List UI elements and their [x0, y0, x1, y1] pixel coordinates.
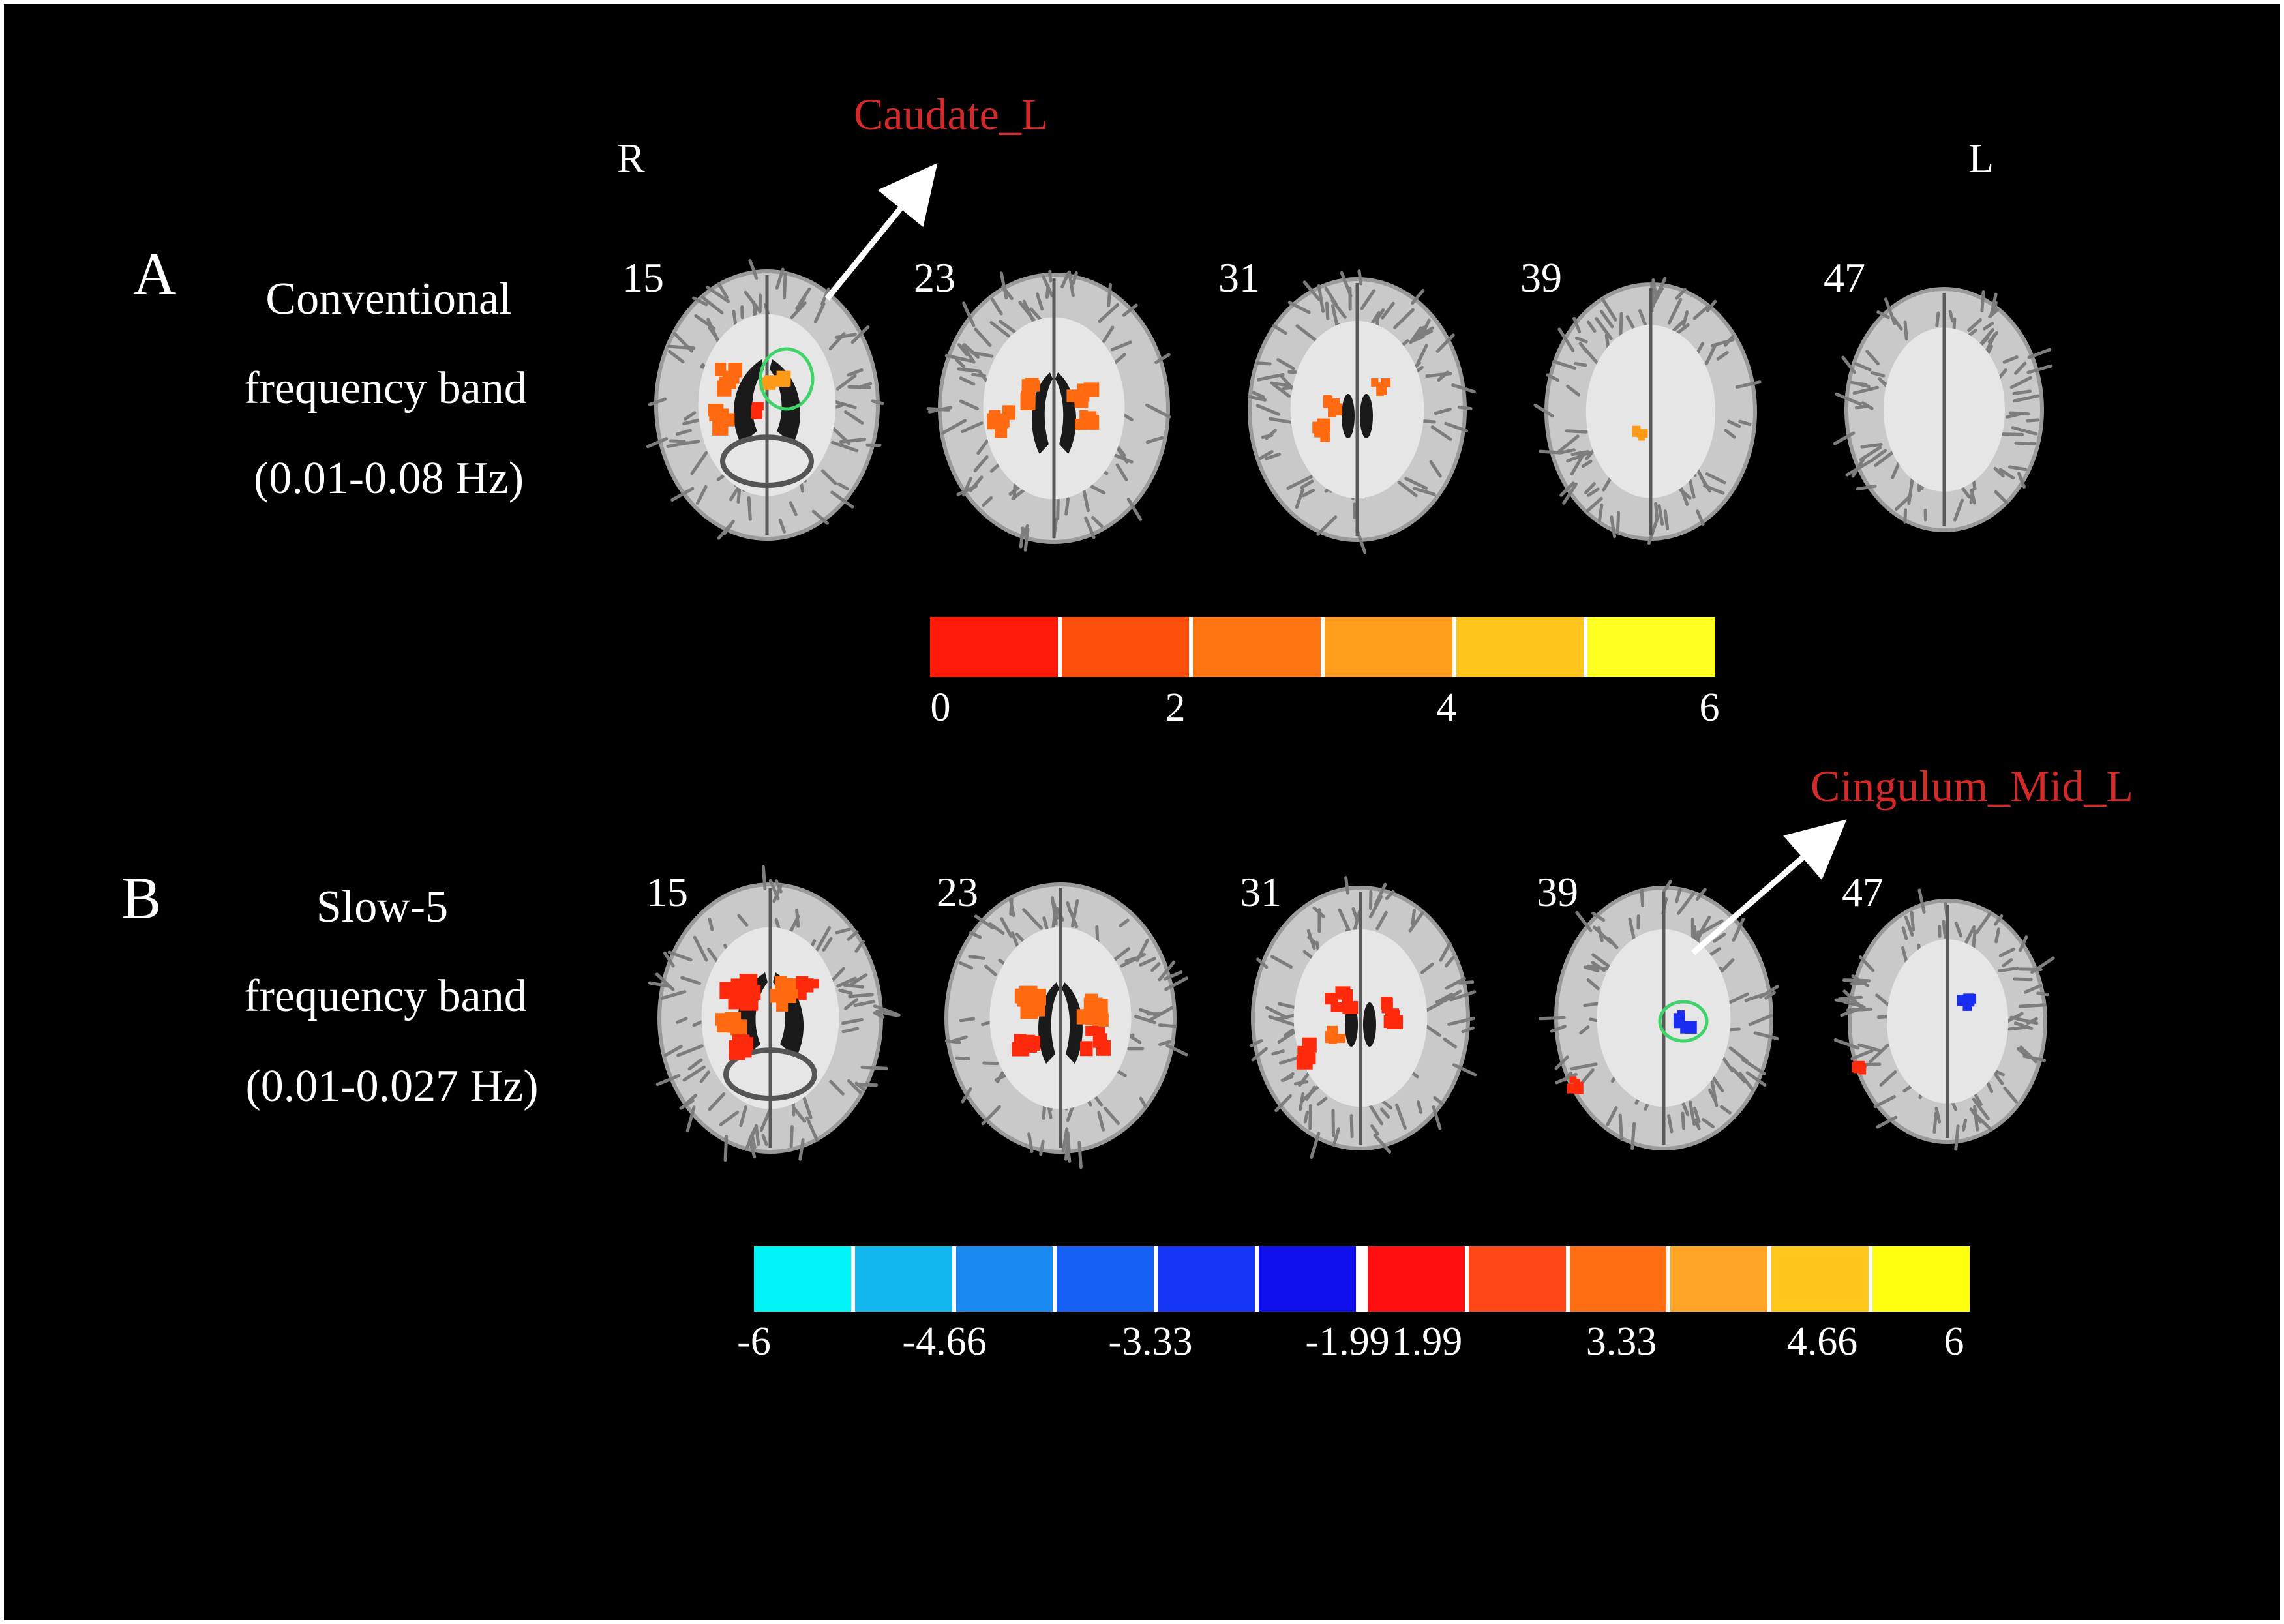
brain-slice-image: [1833, 287, 2053, 532]
brain-slice-image: [1250, 876, 1477, 1159]
colorbar-b: [754, 1246, 1970, 1312]
orientation-right-label: R: [617, 135, 645, 181]
colorbar-tick-label: 2: [1165, 685, 1186, 730]
colorbar-tick-label: 4.66: [1786, 1319, 1858, 1364]
slice-number: 23: [914, 254, 955, 301]
brain-slice-image: [1833, 888, 2055, 1151]
colorbar-segment: [930, 617, 1058, 677]
colorbar-tick-label: -6: [737, 1319, 771, 1364]
band-label-line-3: (0.01-0.08 Hz): [253, 453, 524, 504]
slice-number: 15: [646, 869, 688, 915]
colorbar-a: [930, 617, 1716, 677]
brain-slice-image: [926, 269, 1171, 552]
panel-letter: A: [133, 241, 177, 307]
colorbar-segment: [1154, 1246, 1255, 1312]
colorbar-tick-label: -3.33: [1108, 1319, 1193, 1364]
brain-slice-image: [648, 865, 901, 1162]
slice-number: 39: [1520, 254, 1562, 301]
band-label-line-2: frequency band: [244, 363, 527, 414]
figure: R L A Conventional frequency band (0.01-…: [4, 4, 2280, 1620]
band-label-line-1: Slow-5: [316, 882, 449, 932]
band-label-line-1: Conventional: [265, 274, 512, 324]
colorbar-segment: [1452, 617, 1584, 677]
brain-slice-image: [646, 258, 884, 541]
region-label-cingulum: Cingulum_Mid_L: [1811, 761, 2133, 811]
colorbar-segment: [754, 1246, 851, 1312]
arrow-caudate: [824, 163, 938, 301]
colorbar-tick-label: -4.66: [902, 1319, 987, 1364]
colorbar-tick-label: 4: [1436, 685, 1457, 730]
region-label-caudate: Caudate_L: [854, 89, 1049, 139]
colorbar-segment: [1255, 1246, 1356, 1312]
colorbar-segment: [1666, 1246, 1768, 1312]
brain-slice-image: [1538, 879, 1779, 1150]
slice-number: 15: [622, 254, 664, 301]
slice-number: 47: [1824, 254, 1865, 301]
colorbar-tick-label: -1.99: [1305, 1319, 1390, 1364]
orientation-left-label: L: [1968, 135, 1994, 181]
colorbar-tick-label: 6: [1944, 1319, 1964, 1364]
colorbar-segment: [1767, 1246, 1869, 1312]
brain-slice-image: [944, 882, 1189, 1169]
colorbar-segment: [1584, 617, 1716, 677]
colorbar-tick-label: 1.99: [1391, 1319, 1463, 1364]
brain-slice-image: [1533, 277, 1762, 545]
brain-slice-image: [1247, 269, 1476, 554]
slice-number: 47: [1842, 869, 1884, 915]
band-label-line-3: (0.01-0.027 Hz): [245, 1061, 539, 1111]
slice-number: 31: [1218, 254, 1260, 301]
annotation-arrows: [824, 163, 1847, 955]
panel-letter: B: [121, 865, 162, 931]
colorbar-segment: [1869, 1246, 1970, 1312]
arrow-cingulum: [1691, 819, 1847, 955]
colorbar-segment: [850, 1246, 952, 1312]
colorbar-segment: [1321, 617, 1452, 677]
colorbar-segment: [1355, 1246, 1465, 1312]
slice-number: 39: [1537, 869, 1578, 915]
colorbar-segment: [1057, 617, 1190, 677]
colorbar-segment: [1464, 1246, 1566, 1312]
band-label-line-2: frequency band: [244, 971, 527, 1021]
slice-number: 31: [1240, 869, 1282, 915]
colorbar-segment: [1565, 1246, 1667, 1312]
colorbar-tick-label: 6: [1699, 685, 1720, 730]
colorbar-tick-label: 3.33: [1585, 1319, 1657, 1364]
slice-number: 23: [937, 869, 978, 915]
colorbar-segment: [1189, 617, 1321, 677]
colorbar-tick-label: 0: [930, 685, 951, 730]
colorbar-segment: [1053, 1246, 1154, 1312]
colorbar-segment: [952, 1246, 1053, 1312]
